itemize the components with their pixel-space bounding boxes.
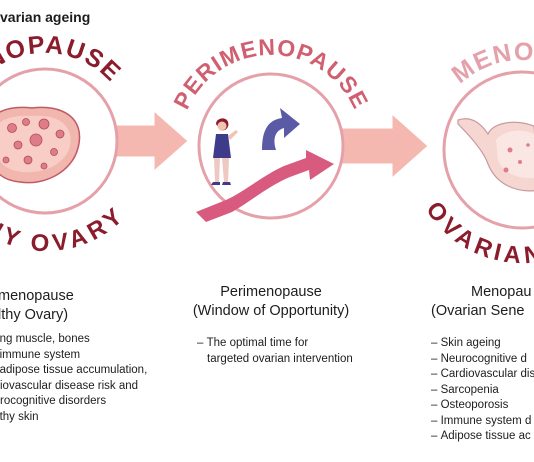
figure-title: varian ageing xyxy=(0,9,91,25)
list-item: adipose tissue accumulation, xyxy=(0,363,147,379)
stage-healthy-ovary-circle: ENOPAUSE THY OVARY xyxy=(0,31,127,257)
ageing-stages-diagram: ENOPAUSE THY OVARY PER xyxy=(0,31,534,269)
list-item: iovascular disease risk and xyxy=(0,379,139,392)
list-item: Immune system d xyxy=(431,414,534,430)
list-item: Cardiovascular dis xyxy=(431,367,534,383)
bullet-list-healthy: ng muscle, bones immune system adipose t… xyxy=(0,332,147,425)
stage-heading-line: Perimenopause xyxy=(220,284,322,300)
stage-heading-line: lthy Ovary) xyxy=(0,307,69,323)
stage-heading-line: Menopau xyxy=(471,284,532,300)
list-item: Sarcopenia xyxy=(431,383,534,399)
stage-heading-line: menopause xyxy=(0,288,74,304)
stage-perimenopause-circle: PERIMENOPAUSE xyxy=(168,34,373,222)
list-item: rocognitive disorders xyxy=(0,395,107,407)
list-item: targeted ovarian intervention xyxy=(207,352,353,365)
stage-heading-line: (Window of Opportunity) xyxy=(192,303,350,319)
stage-heading-menopause: Menopau (Ovarian Sene xyxy=(431,283,531,321)
list-item: immune system xyxy=(0,348,147,364)
healthy-ovary-icon xyxy=(0,106,81,184)
window-of-opportunity-icon xyxy=(196,108,334,222)
stage-heading-line: (Ovarian Sene xyxy=(431,303,525,319)
stage-menopause-circle: MENOPAU OVARIAN SENE xyxy=(421,38,534,269)
stage-heading-healthy: menopause lthy Ovary) xyxy=(0,287,74,325)
list-item: The optimal time for xyxy=(197,336,353,352)
list-item: Adipose tissue ac xyxy=(431,429,534,445)
woman-figure-icon xyxy=(211,118,238,185)
list-item: Skin ageing xyxy=(431,336,534,352)
list-item: thy skin xyxy=(0,410,147,426)
senescent-ovary-icon xyxy=(457,118,534,192)
list-item: Osteoporosis xyxy=(431,398,534,414)
list-item: Neurocognitive d xyxy=(431,352,534,368)
list-item: ng muscle, bones xyxy=(0,332,147,348)
bullet-list-menopause: Skin ageing Neurocognitive d Cardiovascu… xyxy=(431,336,534,445)
arrow-peri-to-meno xyxy=(331,112,429,180)
stage-heading-perimenopause: Perimenopause (Window of Opportunity) xyxy=(182,283,360,321)
bullet-list-perimenopause: The optimal time for targeted ovarian in… xyxy=(197,336,353,367)
